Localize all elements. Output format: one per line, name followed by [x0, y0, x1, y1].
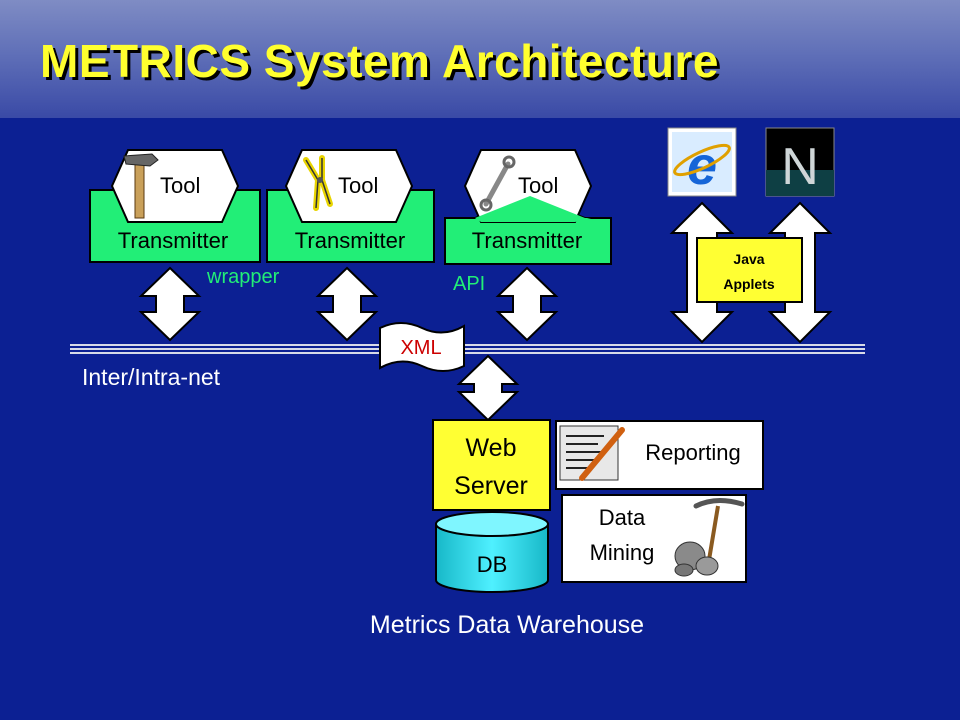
reporting-box: Reporting — [555, 420, 764, 490]
data-mining-box: Data Mining — [561, 494, 747, 583]
double-arrow-3 — [495, 266, 559, 342]
netscape-glyph: N — [781, 138, 819, 196]
ie-glyph: e — [687, 136, 717, 196]
java-applets-box: Java Applets — [696, 237, 803, 303]
transmitter-label-1: Transmitter — [118, 228, 228, 253]
xml-label: XML — [400, 337, 441, 359]
data-mining-line2: Mining — [590, 540, 655, 565]
tool-unit-3: Tool Transmitter — [444, 149, 612, 265]
web-server-line1: Web — [466, 434, 517, 462]
db-cylinder: DB — [435, 511, 549, 593]
tool-unit-1: Tool Transmitter — [89, 149, 261, 263]
hammer-icon — [123, 153, 159, 219]
transmitter-label-3: Transmitter — [472, 228, 582, 253]
rocks-icon — [674, 541, 719, 577]
double-arrow-2 — [315, 266, 379, 342]
netscape-icon: N — [765, 127, 835, 197]
java-applets-line1: Java — [733, 251, 764, 267]
web-server-box: Web Server — [432, 419, 551, 511]
web-server-line2: Server — [454, 472, 528, 500]
reporting-label: Reporting — [645, 440, 740, 465]
wrapper-label: wrapper — [206, 266, 280, 288]
db-label: DB — [477, 552, 508, 577]
data-mining-line1: Data — [599, 505, 646, 530]
xml-flag: XML — [379, 322, 465, 372]
tool-unit-2: Tool Transmitter — [266, 149, 435, 263]
slide-title: METRICS System Architecture — [40, 35, 719, 87]
tool-label-3: Tool — [518, 173, 558, 198]
internet-explorer-icon: e — [667, 127, 737, 197]
pickaxe-icon — [693, 498, 745, 567]
api-label: API — [453, 273, 485, 295]
wrench-icon — [479, 155, 516, 212]
header-band — [0, 0, 960, 118]
transmitter-label-2: Transmitter — [295, 228, 405, 253]
warehouse-label: Metrics Data Warehouse — [370, 611, 644, 639]
report-document-icon — [559, 425, 625, 481]
tool-label-1: Tool — [160, 173, 200, 198]
network-label: Inter/Intra-net — [82, 364, 221, 390]
double-arrow-web — [456, 354, 520, 422]
java-applets-line2: Applets — [723, 276, 775, 292]
pliers-icon — [303, 155, 333, 211]
network-line — [70, 344, 865, 354]
double-arrow-1 — [138, 266, 202, 342]
tool-label-2: Tool — [338, 173, 378, 198]
